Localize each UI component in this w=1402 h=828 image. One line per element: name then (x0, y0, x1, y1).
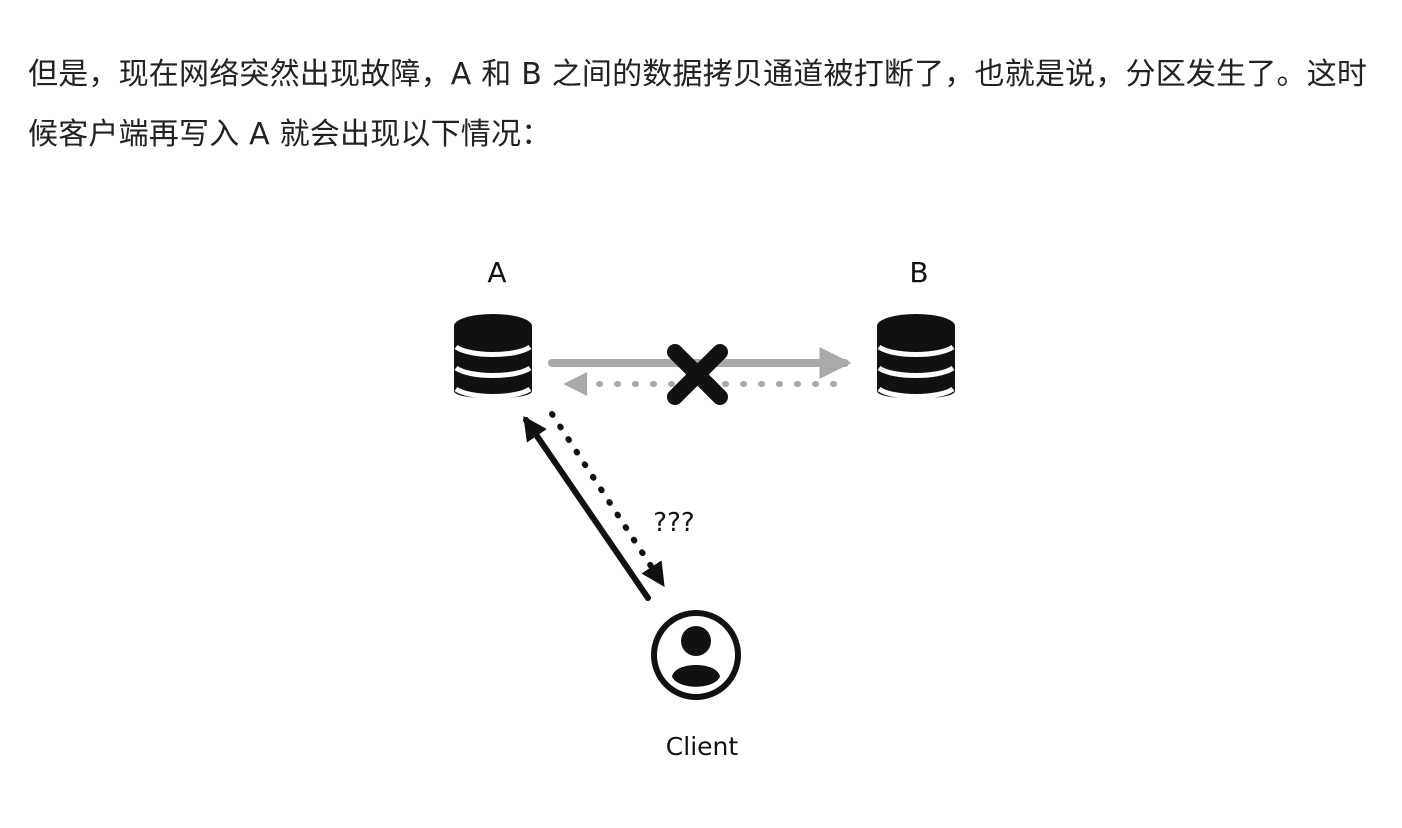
response-arrow (549, 411, 665, 588)
client-label: Client (666, 732, 739, 761)
user-icon (651, 610, 741, 700)
article-paragraph: 但是，现在网络突然出现故障，A 和 B 之间的数据拷贝通道被打断了，也就是说，分… (28, 57, 1368, 152)
database-a-icon (454, 314, 532, 399)
database-b-icon (877, 314, 955, 399)
cross-icon (667, 344, 728, 405)
write-arrow (523, 416, 651, 601)
node-b-label: B (909, 256, 928, 289)
question-label: ??? (653, 508, 694, 538)
node-a-label: A (487, 256, 506, 289)
